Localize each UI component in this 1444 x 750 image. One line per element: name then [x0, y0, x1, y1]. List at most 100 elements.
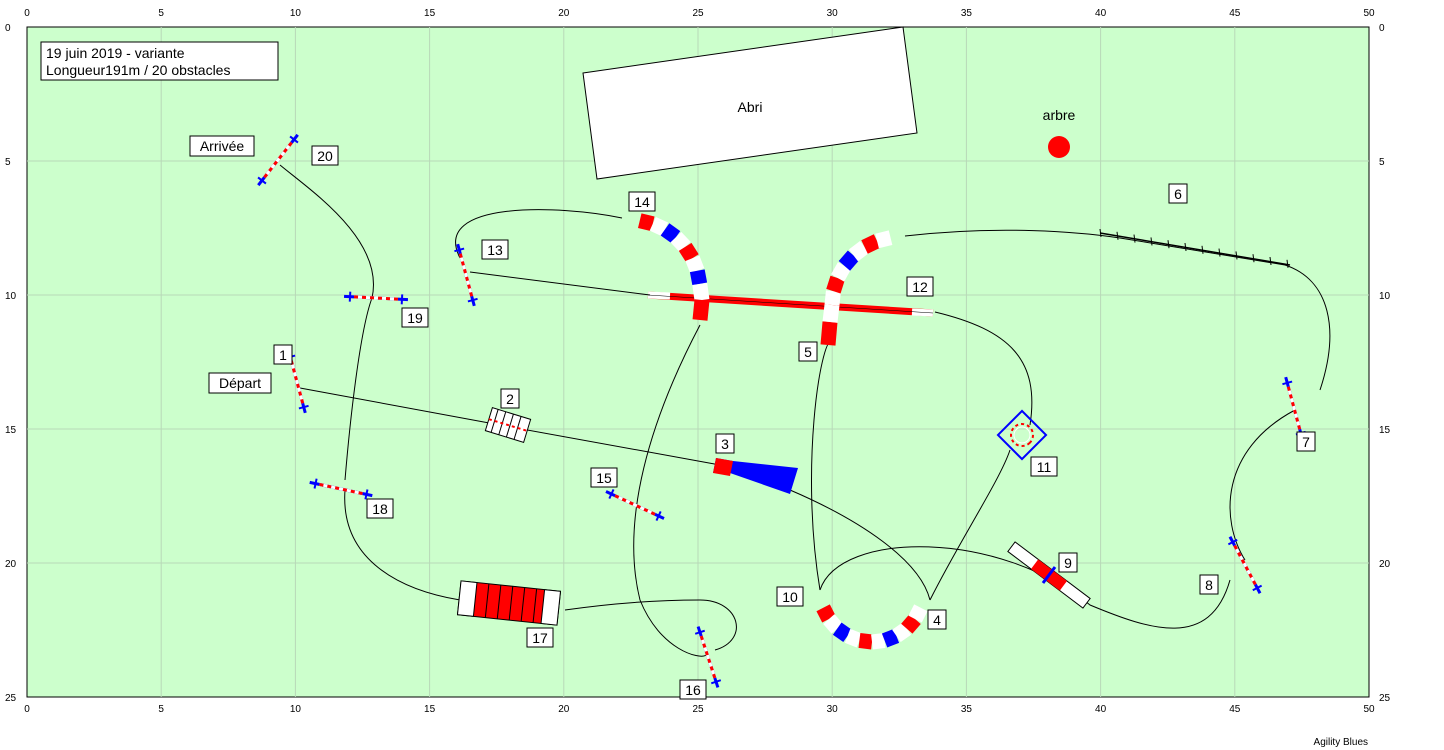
- svg-text:19: 19: [407, 310, 423, 326]
- svg-text:4: 4: [933, 612, 941, 628]
- obstacle-number-20: 20: [311, 145, 339, 166]
- x-tick-bottom: 10: [290, 704, 302, 715]
- x-tick-top: 20: [558, 8, 570, 19]
- hurdle: [309, 478, 373, 500]
- svg-text:Départ: Départ: [219, 375, 261, 391]
- svg-text:1: 1: [279, 347, 287, 363]
- hurdles: [257, 133, 1306, 688]
- y-tick-left: 5: [5, 157, 11, 168]
- y-tick-left: 20: [5, 559, 17, 570]
- tunnel-14: [637, 213, 710, 321]
- svg-text:9: 9: [1064, 555, 1072, 571]
- y-tick-left: 15: [5, 425, 17, 436]
- svg-text:7: 7: [1302, 434, 1310, 450]
- x-tick-bottom: 35: [961, 704, 973, 715]
- obstacle-number-7: 7: [1296, 431, 1316, 452]
- obstacle-number-1: 1: [273, 344, 293, 365]
- svg-text:20: 20: [317, 148, 333, 164]
- x-tick-bottom: 40: [1095, 704, 1107, 715]
- y-tick-left: 10: [5, 291, 17, 302]
- long-jump-17: [456, 580, 562, 626]
- svg-text:14: 14: [634, 194, 650, 210]
- hurdle: [454, 243, 478, 307]
- svg-text:10: 10: [782, 589, 798, 605]
- x-tick-bottom: 15: [424, 704, 436, 715]
- svg-text:8: 8: [1205, 577, 1213, 593]
- svg-text:Arrivée: Arrivée: [200, 138, 245, 154]
- obstacle-number-17: 17: [526, 627, 554, 648]
- svg-text:11: 11: [1037, 459, 1052, 475]
- obstacle-number-14: 14: [628, 191, 656, 212]
- collapsed-tunnel-3: [713, 458, 798, 494]
- x-tick-bottom: 20: [558, 704, 570, 715]
- spread-jump-2: [484, 407, 532, 443]
- y-tick-left: 0: [5, 23, 11, 34]
- x-tick-top: 25: [692, 8, 704, 19]
- tree-label: arbre: [1043, 107, 1076, 123]
- y-tick-right: 5: [1379, 157, 1385, 168]
- x-tick-top: 45: [1229, 8, 1241, 19]
- shelter: Abri: [582, 26, 918, 180]
- y-tick-right: 15: [1379, 425, 1391, 436]
- title-line-2: Longueur191m / 20 obstacles: [46, 62, 230, 78]
- y-tick-right: 10: [1379, 291, 1391, 302]
- tunnel-5: [820, 230, 893, 346]
- obstacle-number-15: 15: [590, 467, 618, 488]
- credit: Agility Blues: [1313, 737, 1368, 748]
- x-tick-bottom: 5: [158, 704, 164, 715]
- axis-ticks: 0055101015152020252530303535404045455050…: [5, 8, 1391, 715]
- shelter-label: Abri: [738, 99, 763, 115]
- x-tick-top: 30: [827, 8, 839, 19]
- svg-text:3: 3: [721, 436, 729, 452]
- x-tick-top: 50: [1363, 8, 1375, 19]
- finish-label: Arrivée: [189, 135, 255, 157]
- x-tick-bottom: 45: [1229, 704, 1241, 715]
- hurdle: [605, 489, 665, 521]
- y-tick-left: 25: [5, 693, 17, 704]
- svg-text:16: 16: [685, 682, 701, 698]
- title-line-1: 19 juin 2019 - variante: [46, 45, 185, 61]
- svg-text:18: 18: [372, 501, 388, 517]
- x-tick-bottom: 30: [827, 704, 839, 715]
- svg-text:6: 6: [1174, 186, 1182, 202]
- obstacle-number-8: 8: [1199, 574, 1219, 595]
- obstacle-number-3: 3: [715, 433, 735, 454]
- tire-obstacle: [996, 409, 1048, 461]
- weave-poles: [1099, 228, 1291, 268]
- svg-text:12: 12: [912, 279, 928, 295]
- x-tick-bottom: 25: [692, 704, 704, 715]
- tree-icon: [1048, 136, 1070, 158]
- tunnels: [637, 213, 928, 650]
- svg-text:13: 13: [487, 242, 503, 258]
- svg-text:17: 17: [532, 630, 548, 646]
- tunnel-10-4: [816, 604, 928, 650]
- obstacle-number-13: 13: [481, 239, 509, 260]
- y-tick-right: 25: [1379, 693, 1391, 704]
- tree: arbre: [1043, 107, 1076, 158]
- obstacle-number-9: 9: [1058, 552, 1078, 573]
- obstacle-number-10: 10: [776, 586, 804, 607]
- hurdle: [1227, 536, 1263, 594]
- obstacle-number-16: 16: [679, 679, 707, 700]
- y-tick-right: 20: [1379, 559, 1391, 570]
- obstacle-number-5: 5: [798, 341, 818, 362]
- x-tick-top: 40: [1095, 8, 1107, 19]
- y-tick-right: 0: [1379, 23, 1385, 34]
- svg-text:2: 2: [506, 391, 514, 407]
- x-tick-top: 0: [24, 8, 30, 19]
- obstacle-number-4: 4: [927, 609, 947, 630]
- svg-text:5: 5: [804, 344, 812, 360]
- obstacle-number-2: 2: [500, 388, 520, 409]
- x-tick-top: 15: [424, 8, 436, 19]
- tunnel-9: [1007, 541, 1091, 609]
- title-box: 19 juin 2019 - variante Longueur191m / 2…: [40, 41, 279, 81]
- x-tick-bottom: 50: [1363, 704, 1375, 715]
- hurdle: [343, 291, 409, 305]
- obstacle-number-19: 19: [401, 307, 429, 328]
- svg-text:15: 15: [596, 470, 612, 486]
- hurdle: [257, 133, 299, 187]
- obstacle-number-18: 18: [366, 498, 394, 519]
- x-tick-bottom: 0: [24, 704, 30, 715]
